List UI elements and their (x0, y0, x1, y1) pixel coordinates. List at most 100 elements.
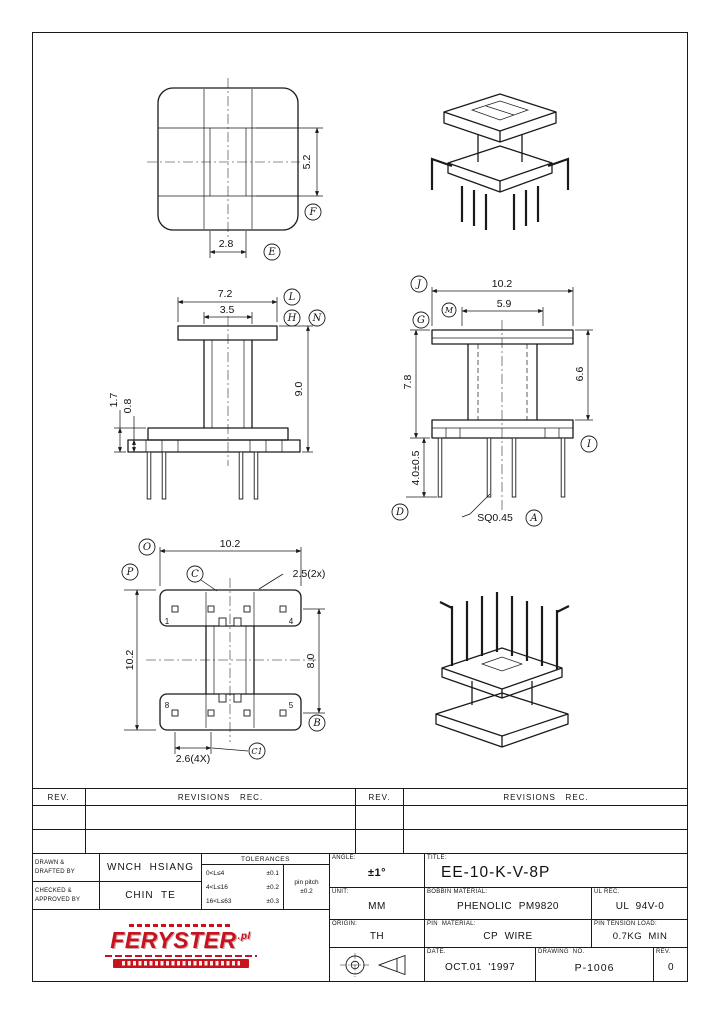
dim-bottom-depth: 10.2 (124, 650, 136, 671)
pin-material-value: CP WIRE (483, 930, 533, 942)
revision-row-cell (32, 806, 86, 830)
dim-pin-span: 5.9 (497, 298, 512, 310)
balloon-e: E (263, 243, 281, 261)
balloon-f: F (304, 203, 322, 221)
revision-table: REV. REVISIONS REC. REV. REVISIONS REC. (32, 788, 688, 854)
dim-top-height: 5.2 (301, 155, 313, 170)
svg-text:L: L (288, 292, 296, 303)
unit-label: UNIT: (332, 889, 349, 895)
revision-row-cell (356, 806, 404, 830)
drawing-no-label: DRAWING NO. (538, 949, 585, 955)
rev-header-right: REV. (356, 789, 404, 806)
dim-bottom-width: 10.2 (220, 538, 241, 550)
angle-value: ±1° (367, 867, 387, 879)
pin-number-1: 1 (165, 617, 170, 626)
revisions-rec-header-right: REVISIONS REC. (404, 789, 688, 806)
logo-band-decoration (112, 959, 249, 968)
checked-by-name-cell: CHIN TE (100, 882, 202, 910)
bobbin-material-cell: BOBBIN MATERIAL: PHENOLIC PM9820 (425, 888, 592, 920)
balloon-n: N (308, 309, 326, 327)
checked-label-1: CHECKED & (35, 887, 72, 894)
svg-text:N: N (312, 313, 323, 324)
dim-pin-length: 4.0±0.5 (410, 450, 422, 485)
front-view: 7.2 L 3.5 H 9.0 N 1.7 0.8 (108, 288, 326, 500)
side-view: 10.2 J 5.9 M 7.8 G 4.0±0.5 D (391, 275, 598, 527)
projection-symbol (340, 953, 406, 977)
dim-overall-width: 10.2 (492, 278, 513, 290)
projection-cell (330, 948, 425, 982)
svg-text:A: A (529, 513, 537, 524)
balloon-a: A (525, 509, 543, 527)
balloon-j: J (410, 275, 428, 293)
rev-header-left: REV. (32, 789, 86, 806)
dim-flange-height: 6.6 (574, 367, 586, 382)
dim-flange-thickness: 1.7 (108, 393, 120, 408)
svg-text:J: J (415, 279, 422, 290)
dim-step: 0.8 (122, 399, 134, 414)
pin-pitch-tolerance: pin pitch ±0.2 (294, 879, 319, 895)
tolerance-row: 16<L≤63 ±0.3 (206, 897, 279, 905)
pin-tension-value: 0.7KG MIN (612, 930, 668, 942)
tolerances-header: TOLERANCES (202, 854, 329, 865)
svg-text:O: O (143, 542, 151, 553)
balloon-b: B (308, 714, 326, 732)
svg-text:C1: C1 (251, 747, 262, 756)
svg-text:F: F (309, 207, 318, 218)
unit-cell: UNIT: MM (330, 888, 425, 920)
dim-total-height: 9.0 (293, 382, 305, 397)
svg-text:M: M (444, 306, 454, 315)
drawn-label-1: DRAWN & (35, 859, 65, 866)
drawn-name: WNCH HSIANG (107, 862, 194, 873)
svg-text:C: C (191, 569, 199, 580)
svg-text:E: E (267, 247, 276, 258)
part-number: EE-10-K-V-8P (441, 864, 551, 881)
rev-cell: REV. 0 (654, 948, 688, 982)
pin-number-5: 5 (289, 701, 294, 710)
balloon-c1: C1 (248, 742, 266, 760)
angle-cell: ANGLE: ±1° (330, 854, 425, 888)
dim-flange-width: 7.2 (218, 288, 233, 300)
balloon-o: O (138, 538, 156, 556)
title-cell: TITLE: EE-10-K-V-8P (425, 854, 688, 888)
rev-value: 0 (667, 962, 675, 973)
revision-row-cell (86, 806, 356, 830)
revisions-rec-header-left: REVISIONS REC. (86, 789, 356, 806)
pin-number-8: 8 (165, 701, 170, 710)
dim-pin-rows: 8.0 (305, 654, 317, 669)
balloon-d: D (391, 503, 409, 521)
balloon-i: I (580, 435, 598, 453)
rev-label: REV. (656, 949, 671, 955)
dim-notch: 2.5(2x) (293, 568, 326, 580)
svg-text:I: I (586, 439, 592, 450)
svg-text:G: G (417, 315, 425, 326)
pin-tension-cell: PIN TENSION LOAD: 0.7KG MIN (592, 920, 688, 948)
balloon-g: G (412, 311, 430, 329)
isometric-view-top (430, 93, 570, 230)
tolerance-ranges: 0<L≤4 ±0.1 4<L≤16 ±0.2 16<L≤63 ±0.3 (202, 865, 284, 909)
revision-row-cell (86, 830, 356, 854)
balloon-l: L (283, 288, 301, 306)
drawn-label-2: DRAFTED BY (35, 868, 76, 875)
sheet-border-frame (32, 32, 688, 982)
dim-top-width: 2.8 (219, 238, 234, 250)
ul-rec-value: UL 94V-0 (615, 900, 665, 912)
top-view: 5.2 F 2.8 E (147, 78, 323, 261)
logo-cell: FERYSTER.pl (32, 910, 330, 982)
revision-row-cell (32, 830, 86, 854)
logo-suffix: .pl (237, 930, 251, 942)
drawing-no-value: P-1006 (574, 961, 615, 974)
svg-text:P: P (126, 567, 134, 578)
dim-core-width: 3.5 (220, 304, 235, 316)
revision-row-cell (404, 806, 688, 830)
tolerances-box: TOLERANCES 0<L≤4 ±0.1 4<L≤16 ±0.2 16<L≤6… (202, 854, 330, 910)
dim-pin-square: SQ0.45 (477, 512, 513, 524)
balloon-c: C (186, 565, 204, 583)
pin-material-label: PIN MATERIAL: (427, 921, 476, 927)
revision-row-cell (404, 830, 688, 854)
ul-rec-cell: UL REC. UL 94V-0 (592, 888, 688, 920)
bobbin-material-value: PHENOLIC PM9820 (457, 900, 559, 912)
pin-number-4: 4 (289, 617, 294, 626)
date-label: DATE. (427, 949, 446, 955)
drawing-no-cell: DRAWING NO. P-1006 (536, 948, 654, 982)
pin-material-cell: PIN MATERIAL: CP WIRE (425, 920, 592, 948)
